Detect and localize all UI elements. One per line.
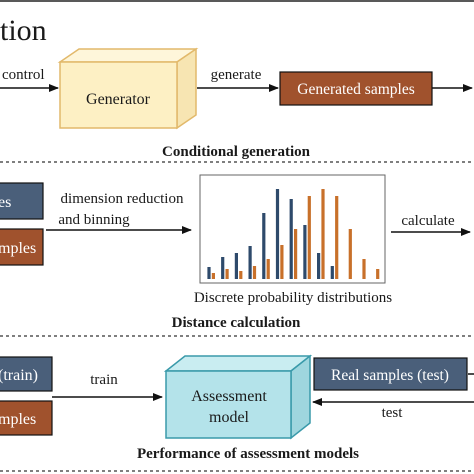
histogram-bar-series2-8 [307, 196, 311, 279]
brown-train-samples-box: mples [0, 400, 53, 436]
train-label: train [90, 372, 118, 388]
histogram-bar-series2-1 [211, 273, 215, 279]
navy-samples-label: es [0, 194, 11, 211]
histogram-bar-series1-4 [248, 246, 252, 279]
test-label: test [382, 405, 404, 421]
histogram-bar-series2-9 [321, 189, 325, 279]
histogram-bar-series2-10 [335, 196, 339, 279]
histogram-bar-series1-2 [221, 257, 225, 279]
histogram-bar-series2-7 [294, 229, 298, 279]
real-samples-test-label: Real samples (test) [331, 367, 449, 384]
assessment-model-label-line2: model [209, 409, 250, 426]
reduction-label-line2: and binning [58, 212, 130, 228]
histogram-bar-series2-12 [362, 259, 366, 279]
histogram-bar-series1-7 [289, 199, 293, 279]
generator-block: Generator [57, 47, 199, 130]
section-caption-generation: Conditional generation [162, 144, 311, 160]
histogram-bar-series1-9 [317, 253, 321, 279]
diagram-title: tion [0, 14, 47, 47]
generator-label: Generator [86, 91, 151, 108]
train-samples-label: (train) [0, 367, 38, 384]
histogram-bar-series2-5 [266, 259, 270, 279]
histogram-bar-series1-10 [330, 266, 334, 279]
brown-train-samples-label: mples [0, 411, 36, 428]
distribution-caption: Discrete probability distributions [194, 290, 392, 306]
generated-samples-label: Generated samples [297, 81, 415, 98]
histogram-bar-series2-3 [239, 271, 243, 279]
histogram-bar-series1-6 [275, 189, 280, 279]
section-caption-assessment: Performance of assessment models [137, 446, 359, 462]
train-samples-box: (train) [0, 356, 53, 392]
real-samples-test-box: Real samples (test) [313, 357, 468, 391]
control-label: control [2, 67, 45, 83]
assessment-model-block: Assessment model [163, 354, 313, 440]
histogram-bar-series2-2 [225, 269, 229, 279]
histogram-bar-series1-1 [207, 267, 211, 279]
section-caption-distance: Distance calculation [172, 315, 301, 331]
assessment-model-label-line1: Assessment [191, 388, 267, 405]
brown-samples-label: mples [0, 240, 36, 257]
histogram-bar-series1-3 [234, 253, 238, 279]
histogram-bar-series2-6 [280, 245, 284, 279]
histogram-bar-series2-13 [376, 269, 380, 279]
histogram-bar-series2-4 [252, 266, 257, 279]
calculate-label: calculate [401, 213, 455, 229]
histogram-bar-series1-5 [262, 213, 266, 279]
histogram-bar-series1-8 [303, 225, 307, 279]
histogram-bar-series2-11 [348, 229, 352, 279]
navy-samples-box: es [0, 182, 44, 220]
distribution-chart [199, 174, 386, 284]
brown-samples-box: mples [0, 228, 44, 266]
reduction-label-line1: dimension reduction [61, 191, 184, 207]
generated-samples-box: Generated samples [279, 71, 433, 106]
generate-label: generate [211, 67, 262, 83]
